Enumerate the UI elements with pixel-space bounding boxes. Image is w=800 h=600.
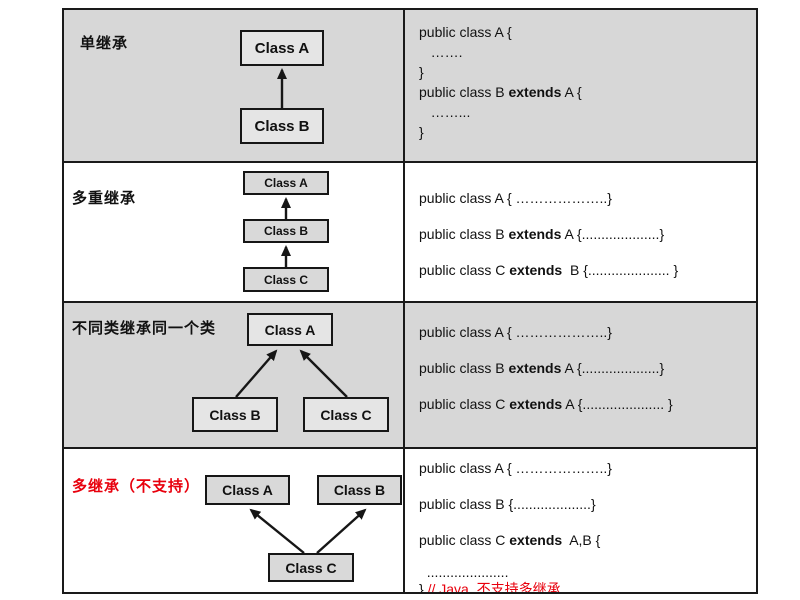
code-cell-single: public class A { …….} public class B exte…: [405, 10, 756, 161]
class-box-label: Class C: [320, 406, 372, 423]
class-box-a: Class A: [240, 30, 324, 66]
class-box-c: Class C: [268, 553, 354, 582]
class-box-label: Class A: [254, 39, 310, 57]
code-line: public class A {: [419, 24, 512, 40]
diagram-cell-multilevel: 多重继承 Class A Class B Class C: [64, 163, 405, 301]
code-block-single: public class A { …….} public class B exte…: [405, 10, 756, 161]
class-box-label: Class B: [263, 224, 309, 238]
diagram-cell-multiple: 多继承（不支持） Class A Class B Class C: [64, 449, 405, 592]
class-box-label: Class C: [285, 559, 337, 576]
class-box-a: Class A: [205, 475, 290, 505]
row-single-inheritance: 单继承 Class A Class B public class A { …….…: [64, 10, 756, 163]
code-line: public class C extends B {..............…: [419, 262, 679, 278]
class-box-b: Class B: [243, 219, 329, 243]
class-box-label: Class A: [264, 176, 308, 190]
class-box-b: Class B: [192, 397, 278, 432]
code-line: public class C extends A,B {: [419, 532, 601, 548]
code-line: public class C extends A {..............…: [419, 396, 673, 412]
class-box-label: Class B: [254, 117, 310, 135]
code-cell-hierarchical: public class A { ………………..} public class B…: [405, 303, 756, 447]
row-multilevel-inheritance: 多重继承 Class A Class B Class C public clas…: [64, 163, 756, 303]
class-box-b: Class B: [240, 108, 324, 144]
row-label-hierarchical: 不同类继承同一个类: [72, 320, 217, 337]
row-label-single: 单继承: [80, 35, 129, 52]
inheritance-arrows-chain: [281, 197, 291, 267]
code-cell-multilevel: public class A { ………………..} public class B…: [405, 163, 756, 301]
row-hierarchical-inheritance: 不同类继承同一个类 Class A Class B Class C public…: [64, 303, 756, 449]
class-box-label: Class B: [333, 482, 386, 498]
diagram-cell-hierarchical: 不同类继承同一个类 Class A Class B Class C: [64, 303, 405, 447]
class-box-a: Class A: [243, 171, 329, 195]
class-box-c: Class C: [243, 267, 329, 292]
row-label-multiple: 多继承（不支持）: [72, 478, 201, 495]
row-label-multilevel: 多重继承: [72, 190, 137, 207]
inheritance-table: 单继承 Class A Class B public class A { …….…: [62, 8, 758, 594]
diagram-cell-single: 单继承 Class A Class B: [64, 10, 405, 161]
class-box-b: Class B: [317, 475, 402, 505]
code-line: public class A { ………………..}: [419, 324, 612, 340]
class-box-a: Class A: [247, 313, 333, 346]
code-line: public class A { ………………..}: [419, 190, 612, 206]
code-cell-multiple: public class A { ………………..} public class B…: [405, 449, 756, 592]
code-block-multiple: public class A { ………………..} public class B…: [405, 449, 756, 592]
code-line: …….: [419, 44, 463, 60]
code-line: public class B extends A {: [419, 84, 582, 100]
code-line: } // Java 不支持多继承: [419, 581, 561, 592]
row-multiple-inheritance: 多继承（不支持） Class A Class B Class C public …: [64, 449, 756, 592]
code-line: public class B {....................}: [419, 496, 596, 512]
class-box-label: Class B: [209, 406, 261, 423]
code-line: ……...: [419, 104, 471, 120]
code-line: public class A { ………………..}: [419, 460, 612, 476]
code-line: .....................: [419, 564, 509, 580]
class-box-c: Class C: [303, 397, 389, 432]
class-box-label: Class A: [222, 482, 273, 498]
code-block-multilevel: public class A { ………………..} public class B…: [405, 163, 756, 301]
code-line: public class B extends A {..............…: [419, 360, 665, 376]
class-box-label: Class C: [263, 272, 309, 287]
code-line: }: [419, 64, 424, 80]
class-box-label: Class A: [264, 321, 316, 338]
code-line: public class B extends A {..............…: [419, 226, 665, 242]
code-block-hierarchical: public class A { ………………..} public class B…: [405, 303, 756, 447]
code-line: }: [419, 124, 424, 140]
